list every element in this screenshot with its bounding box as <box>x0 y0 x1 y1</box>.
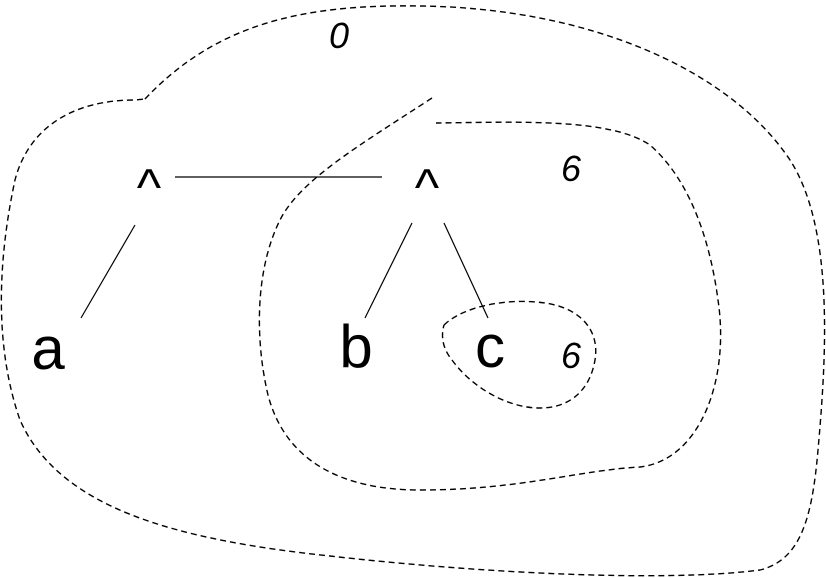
node-b: b <box>339 313 372 380</box>
node-c: c <box>475 313 505 380</box>
and-node-right: ^ <box>415 159 440 217</box>
edge-and-left-to-a <box>80 224 136 319</box>
edge-and-right-to-c <box>443 222 489 319</box>
outer-region-boundary <box>0 5 826 577</box>
node-a: a <box>31 315 65 382</box>
inner-region-label: 6 <box>561 335 582 376</box>
outer-region-label: 0 <box>329 15 349 56</box>
edge-and-right-to-b <box>364 222 413 319</box>
and-node-left: ^ <box>137 159 162 217</box>
middle-region-boundary <box>258 97 722 491</box>
inner-region-boundary <box>441 300 597 409</box>
middle-region-label: 6 <box>561 148 582 189</box>
